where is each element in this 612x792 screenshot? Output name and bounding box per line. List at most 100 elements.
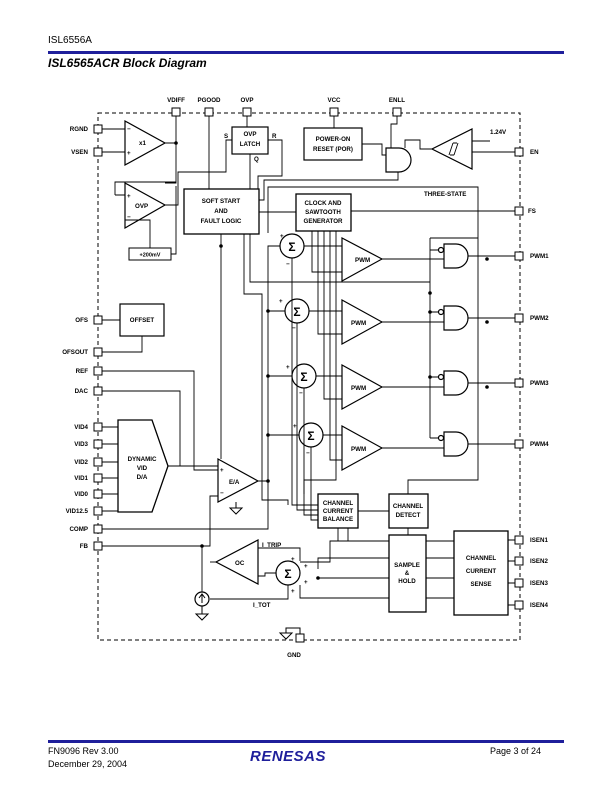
clock-line1: CLOCK AND	[305, 200, 342, 207]
ovp-latch-q: Q	[254, 156, 259, 163]
x1-amplifier	[124, 119, 167, 167]
pin-vid0	[93, 489, 103, 499]
label-vid12-5: VID12.5	[66, 508, 89, 515]
por-line2: RESET (POR)	[313, 146, 353, 153]
enable-and-gate	[385, 147, 412, 173]
footer-rule	[48, 740, 564, 743]
summer-oc-plus-2: +	[304, 579, 308, 586]
channel-detect	[388, 493, 429, 529]
cd-line2: DETECT	[396, 512, 421, 519]
summer-2-plus: +	[279, 298, 283, 305]
dac-line3: D/A	[137, 474, 148, 481]
ovp-latch-r: R	[272, 133, 277, 140]
pin-vid4	[93, 422, 103, 432]
en-comparator	[430, 128, 473, 170]
header-rule	[48, 51, 564, 54]
label-fb: FB	[80, 543, 89, 550]
pin-isen2	[514, 556, 524, 566]
chip-boundary	[97, 112, 521, 641]
label-isen1: ISEN1	[530, 537, 548, 544]
pin-comp	[93, 524, 103, 534]
pin-isen3	[514, 578, 524, 588]
label-isen4: ISEN4	[530, 602, 548, 609]
label-comp: COMP	[69, 526, 88, 533]
ccs-line3: SENSE	[471, 581, 492, 588]
ea-plus: +	[220, 467, 224, 474]
dynamic-vid-dac	[117, 419, 169, 513]
pin-vid1	[93, 473, 103, 483]
label-isen3: ISEN3	[530, 580, 548, 587]
offset-label: OFFSET	[130, 317, 155, 324]
label-fs: FS	[528, 208, 536, 215]
label-pwm1: PWM1	[530, 253, 549, 260]
pin-ovp	[242, 107, 252, 117]
sample-and-hold	[388, 534, 427, 613]
diagram-title: ISL6565ACR Block Diagram	[48, 56, 207, 70]
summer-2-minus: −	[292, 325, 296, 332]
i-trip-label: I_TRIP	[262, 542, 281, 549]
ovp-comparator-label: OVP	[135, 203, 148, 210]
pwm-comparator-1-label: PWM	[355, 257, 370, 264]
output-gate-3	[443, 370, 469, 396]
summer-4-plus: +	[293, 423, 297, 430]
i-tot-label: I_TOT	[253, 602, 271, 609]
sh-line3: HOLD	[398, 578, 416, 585]
renesas-logo: RENESAS	[250, 748, 327, 765]
pwm-comparator-3-label: PWM	[351, 385, 366, 392]
x1-amp-minus: −	[127, 126, 131, 133]
power-on-reset-block	[303, 127, 363, 161]
footer-page-number: Page 3 of 24	[490, 746, 542, 756]
oc-comparator	[214, 539, 259, 585]
pin-pwm3	[514, 378, 524, 388]
summer-oc-plus-4: +	[291, 588, 295, 595]
pin-enll	[392, 107, 402, 117]
ovp-comp-plus: +	[127, 193, 131, 200]
label-ovp: OVP	[240, 97, 253, 104]
ccs-line1: CHANNEL	[466, 555, 496, 562]
footer-doc-number: FN9096 Rev 3.00	[48, 746, 119, 756]
label-ref: REF	[76, 368, 89, 375]
ovp-comp-minus: −	[127, 214, 131, 221]
ovp-latch-s: S	[224, 133, 228, 140]
hysteresis-icon	[448, 142, 459, 156]
ovp-latch	[231, 126, 269, 155]
x1-amp-plus: +	[127, 150, 131, 157]
ccb-line2: CURRENT	[323, 508, 353, 515]
soft-start-line2: AND	[214, 208, 228, 215]
ovp-latch-line2: LATCH	[240, 141, 261, 148]
label-vid0: VID0	[74, 491, 88, 498]
label-vsen: VSEN	[71, 149, 88, 156]
summer-1-plus: +	[280, 233, 284, 240]
label-enll: ENLL	[389, 97, 405, 104]
summer-1-minus: −	[286, 261, 290, 268]
ground-icon-1	[194, 606, 210, 621]
pin-ref	[93, 366, 103, 376]
label-ofsout: OFSOUT	[62, 349, 88, 356]
label-vid2: VID2	[74, 459, 88, 466]
pin-dac	[93, 386, 103, 396]
pin-ofs	[93, 315, 103, 325]
pin-pwm2	[514, 313, 524, 323]
pin-fb	[93, 541, 103, 551]
summer-2-sigma: Σ	[293, 305, 300, 319]
pin-fs	[514, 206, 524, 216]
label-en: EN	[530, 149, 539, 156]
label-pwm2: PWM2	[530, 315, 549, 322]
wiring	[102, 116, 515, 606]
summer-oc-plus-1: +	[304, 563, 308, 570]
pin-rgnd	[93, 124, 103, 134]
pwm-comparator-3	[341, 363, 384, 411]
label-vid1: VID1	[74, 475, 88, 482]
clock-sawtooth-generator	[295, 193, 352, 232]
pin-vsen	[93, 147, 103, 157]
pin-vcc	[329, 107, 339, 117]
summer-oc-sigma: Σ	[284, 567, 291, 581]
pwm-comparator-4	[341, 424, 384, 472]
clock-line3: GENERATOR	[304, 218, 343, 225]
label-rgnd: RGND	[70, 126, 89, 133]
summer-oc-plus-3: +	[291, 556, 295, 563]
offset-200mv-label: +200mV	[140, 253, 161, 259]
footer-date: December 29, 2004	[48, 759, 128, 769]
soft-start-line3: FAULT LOGIC	[201, 218, 242, 225]
ccs-line2: CURRENT	[466, 568, 496, 575]
